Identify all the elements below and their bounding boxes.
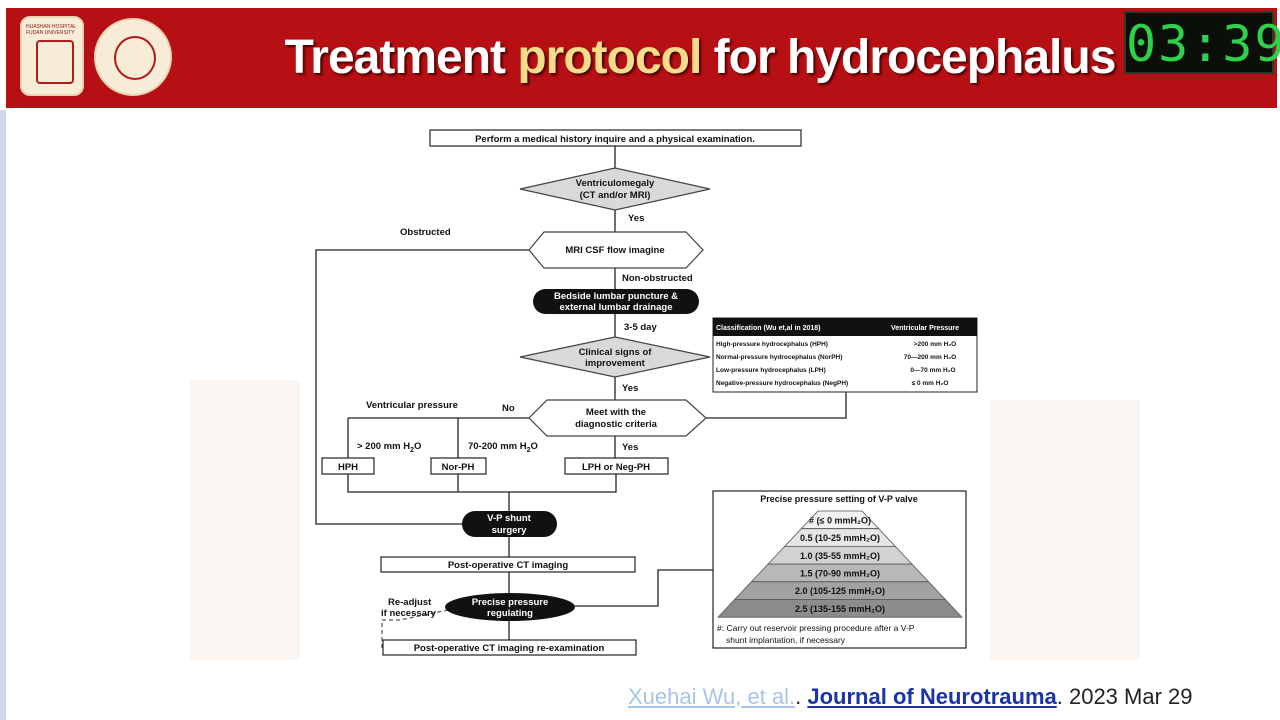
pyramid-tier-label: 2.5 (135-155 mmH₂O): [795, 604, 885, 614]
norph-label: Nor-PH: [442, 462, 475, 473]
days-label: 3-5 day: [624, 322, 657, 333]
hph-label: HPH: [338, 462, 358, 473]
table-row-value: ≤ 0 mm H₂O: [912, 380, 949, 387]
table-header-classification: Classification (Wu et,al in 2018): [716, 325, 821, 332]
countdown-timer: 03:39: [1124, 11, 1280, 74]
non-obstructed-label: Non-obstructed: [622, 273, 693, 284]
pyramid-tier-label: 1.0 (35-55 mmH₂O): [800, 551, 880, 561]
start-box: [429, 129, 802, 147]
table-row-value: >200 mm H₂O: [914, 341, 956, 348]
mri-flow-hexagon: [528, 231, 704, 269]
hph-box: [321, 457, 375, 475]
pyramid-tier: [717, 599, 963, 618]
background-watermark-right: [990, 400, 1140, 660]
yes-label-2: Yes: [622, 383, 638, 394]
postop-ct-box: [380, 556, 636, 573]
postop-ct-label: Post-operative CT imaging: [448, 560, 569, 571]
lumbar-drainage-oval: [533, 289, 699, 314]
vp-shunt-label: V-P shunt: [487, 513, 531, 524]
ventriculomegaly-label: Ventriculomegaly: [576, 178, 655, 189]
department-seal-logo: [94, 18, 172, 96]
title-highlight: protocol: [517, 31, 702, 84]
table-row-name: Negative-pressure hydrocephalus (NegPH): [716, 380, 848, 387]
table-header-pressure: Ventricular Pressure: [891, 325, 959, 332]
reexam-label: Post-operative CT imaging re-examination: [414, 643, 605, 654]
criteria-sublabel: diagnostic criteria: [575, 419, 658, 430]
table-row-name: Normal-pressure hydrocephalus (NorPH): [716, 354, 842, 361]
precise-pressure-oval: [445, 593, 575, 621]
classification-table-header: [713, 318, 977, 336]
readjust-label: Re-adjust: [388, 597, 432, 608]
diagnostic-criteria-hexagon: [528, 399, 707, 437]
gt200-label: > 200 mm H2O: [357, 441, 421, 454]
pyramid-tier-label: 1.5 (70-90 mmH₂O): [800, 568, 880, 578]
readjust-sublabel: if necessary: [381, 608, 437, 619]
table-row-value: 70—200 mm H₂O: [904, 354, 956, 361]
classification-table-rows: High-pressure hydrocephalus (HPH) >200 m…: [716, 341, 956, 387]
citation-footer: Xuehai Wu, et al.. Journal of Neurotraum…: [628, 684, 1193, 709]
pyramid-tier-label: 2.0 (105-125 mmH₂O): [795, 586, 885, 596]
norph-box: [430, 457, 487, 475]
background-watermark-left: [190, 380, 300, 660]
lph-negph-box: [564, 457, 669, 475]
ventricular-pressure-label: Ventricular pressure: [366, 400, 458, 411]
lumbar-sublabel: external lumbar drainage: [560, 302, 673, 313]
slide-title: Treatment protocol for hydrocephalus: [284, 31, 1117, 84]
start-text: Perform a medical history inquire and a …: [475, 134, 755, 145]
logo-caption: HUASHAN HOSPITAL FUDAN UNIVERSITY: [26, 24, 77, 36]
pyramid-tier-label: # (≤ 0 mmH₂O): [809, 515, 871, 525]
precise-sublabel: regulating: [487, 608, 533, 619]
citation-authors-link[interactable]: Xuehai Wu, et al.: [628, 684, 796, 709]
vp-shunt-oval: [462, 511, 557, 537]
mri-label: MRI CSF flow imagine: [565, 245, 664, 256]
table-row-value: 0—70 mm H₂O: [910, 367, 955, 374]
citation-journal-link[interactable]: Journal of Neurotrauma: [807, 684, 1057, 709]
huashan-hospital-logo: HUASHAN HOSPITAL FUDAN UNIVERSITY: [20, 16, 84, 96]
flow-connectors: [315, 146, 847, 640]
ventriculomegaly-sublabel: (CT and/or MRI): [580, 190, 651, 201]
valve-panel-title: Precise pressure setting of V-P valve: [760, 494, 917, 504]
clinical-signs-diamond: [519, 336, 711, 378]
citation-date: . 2023 Mar 29: [1056, 684, 1193, 709]
valve-note-continued: shunt implantation, if necessary: [726, 635, 846, 645]
timer-display: 03:39: [1126, 15, 1280, 73]
left-edge-strip: [0, 110, 6, 720]
hospital-building-emblem: [36, 40, 74, 84]
title-banner: [6, 8, 1277, 108]
precise-label: Precise pressure: [472, 597, 549, 608]
valve-pyramid: # (≤ 0 mmH₂O) 0.5 (10-25 mmH₂O) 1.0 (35-55…: [717, 510, 963, 618]
table-row-name: High-pressure hydrocephalus (HPH): [716, 341, 828, 348]
clinical-sublabel: improvement: [585, 358, 645, 369]
clinical-label: Clinical signs of: [579, 347, 653, 358]
criteria-label: Meet with the: [586, 407, 646, 418]
yes-label-1: Yes: [628, 213, 644, 224]
ventriculomegaly-diamond: [519, 167, 711, 211]
reexam-box: [382, 639, 637, 656]
obstructed-label: Obstructed: [400, 227, 451, 238]
lumbar-label: Bedside lumbar puncture &: [554, 291, 678, 302]
readjust-loop: [381, 609, 449, 648]
pyramid-tier-label: 0.5 (10-25 mmH₂O): [800, 533, 880, 543]
table-row-name: Low-pressure hydrocephalus (LPH): [716, 367, 826, 374]
range-70-200-label: 70-200 mm H2O: [468, 441, 538, 454]
vp-shunt-sublabel: surgery: [492, 525, 528, 536]
valve-note: #: Carry out reservoir pressing procedur…: [717, 623, 915, 633]
no-label: No: [502, 403, 515, 414]
yes-label-3: Yes: [622, 442, 638, 453]
seal-emblem: [114, 36, 156, 80]
lph-negph-label: LPH or Neg-PH: [582, 462, 650, 473]
